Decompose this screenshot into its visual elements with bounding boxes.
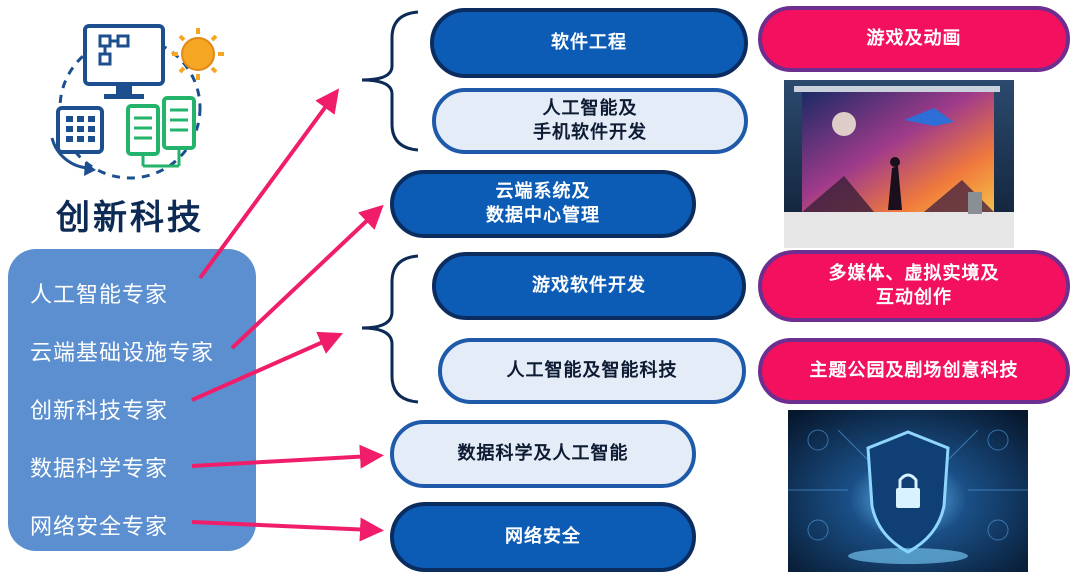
pill-ai-mobile: 人工智能及 手机软件开发 xyxy=(432,88,748,154)
brand-title: 创新科技 xyxy=(56,198,204,238)
experts-panel: 人工智能专家 云端基础设施专家 创新科技专家 数据科学专家 网络安全专家 xyxy=(8,249,256,551)
pill-cybersecurity: 网络安全 xyxy=(390,502,696,572)
pill-game-software-label: 游戏软件开发 xyxy=(532,274,646,296)
pill-ai-mobile-line1: 人工智能及 xyxy=(542,97,638,119)
arrow-cyber xyxy=(191,517,384,542)
pill-multimedia-vr: 多媒体、虚拟实境及 互动创作 xyxy=(758,250,1070,322)
pill-theme-park: 主题公园及剧场创意科技 xyxy=(758,338,1070,404)
expert-innovation: 创新科技专家 xyxy=(30,399,169,424)
cybersecurity-illustration xyxy=(788,410,1028,572)
pill-multimedia-line2: 互动创作 xyxy=(876,287,952,308)
pill-games-animation-label: 游戏及动画 xyxy=(866,27,962,49)
pill-cybersecurity-label: 网络安全 xyxy=(505,525,581,547)
pill-software-engineering: 软件工程 xyxy=(430,8,748,78)
pill-cloud-line1: 云端系统及 xyxy=(495,180,591,202)
pill-data-science-ai-label: 数据科学及人工智能 xyxy=(457,442,629,464)
pill-games-animation: 游戏及动画 xyxy=(758,6,1070,72)
arrow-innovation-to-group2 xyxy=(191,331,343,402)
brace-middle xyxy=(361,254,419,404)
game-animation-illustration xyxy=(784,80,1014,248)
pill-game-software: 游戏软件开发 xyxy=(432,252,746,320)
brace-top xyxy=(361,10,419,152)
pill-multimedia-line1: 多媒体、虚拟实境及 xyxy=(828,262,1000,284)
expert-cloud: 云端基础设施专家 xyxy=(30,341,215,366)
expert-cybersecurity: 网络安全专家 xyxy=(30,515,169,540)
pill-ai-smart-tech-label: 人工智能及智能科技 xyxy=(506,359,678,381)
expert-data-science: 数据科学专家 xyxy=(30,457,169,482)
arrow-ai-to-group1 xyxy=(198,88,340,280)
pill-software-engineering-label: 软件工程 xyxy=(551,31,627,53)
pill-cloud-systems: 云端系统及 数据中心管理 xyxy=(390,170,696,238)
pill-data-science-ai: 数据科学及人工智能 xyxy=(390,420,696,488)
pill-ai-mobile-line2: 手机软件开发 xyxy=(533,122,647,143)
arrow-cloud-to-cloudsys xyxy=(230,204,384,350)
pill-cloud-line2: 数据中心管理 xyxy=(486,205,600,226)
pill-theme-park-label: 主题公园及剧场创意科技 xyxy=(809,359,1019,381)
tech-innovation-icon xyxy=(50,24,224,180)
pill-ai-smart-tech: 人工智能及智能科技 xyxy=(438,338,746,404)
arrow-datasci xyxy=(191,444,384,469)
expert-ai: 人工智能专家 xyxy=(30,283,169,308)
